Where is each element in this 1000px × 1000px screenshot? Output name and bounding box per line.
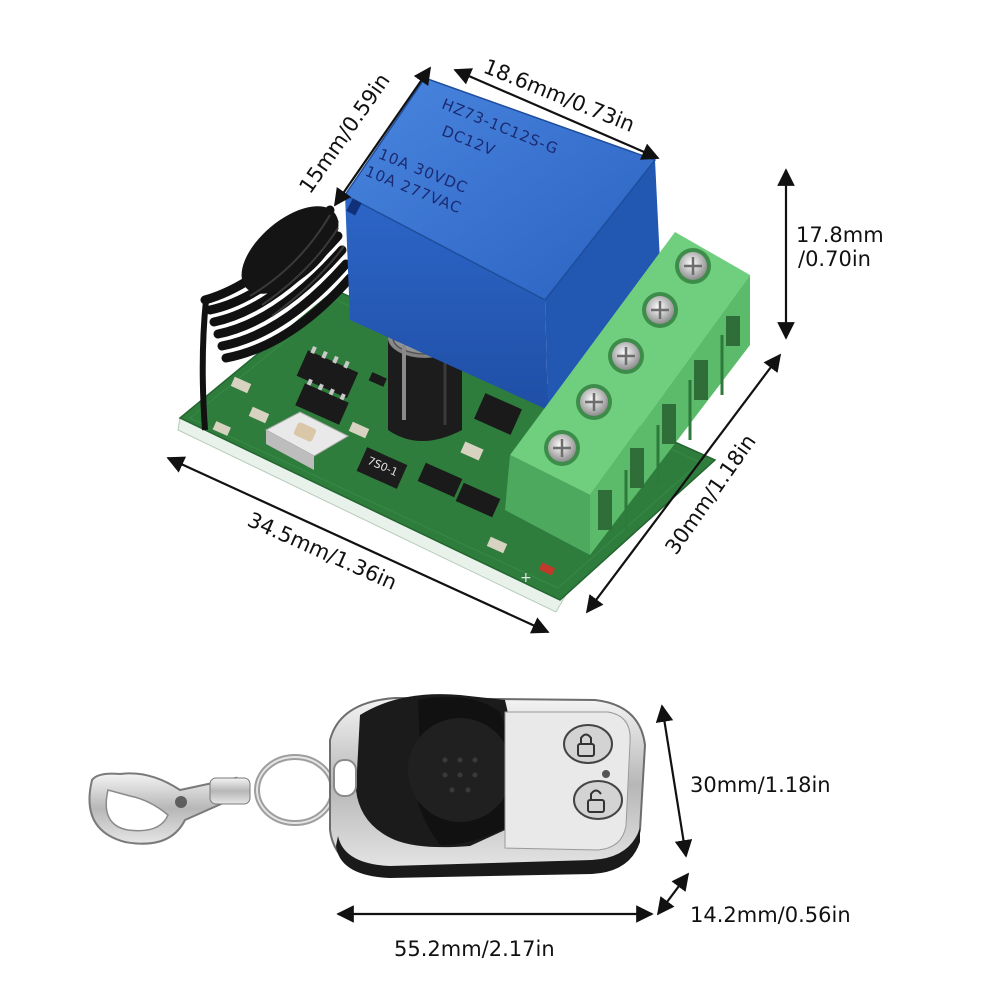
remote-thickness-arrow: [656, 872, 690, 916]
remote-dimensions: 30mm/1.18in 14.2mm/0.56in 55.2mm/2.17in: [336, 704, 851, 961]
board-width-arrow: [585, 353, 782, 614]
svg-text:+: +: [520, 570, 532, 586]
lock-icon: [577, 733, 595, 757]
relay-height-label-1: 17.8mm: [796, 223, 884, 247]
remote-button-lock: [563, 724, 613, 764]
remote-button-unlock: [573, 780, 623, 820]
relay-width-arrow: [453, 68, 660, 160]
remote-length-label: 55.2mm/2.17in: [394, 937, 555, 961]
unlock-icon: [587, 789, 605, 813]
remote-height-arrow: [655, 704, 693, 858]
remote-height-label: 30mm/1.18in: [690, 773, 831, 797]
board-length-arrow: [166, 456, 550, 634]
relay-height-label-2: /0.70in: [798, 247, 871, 271]
antenna-coil: [199, 205, 355, 431]
keychain-clasp: [88, 754, 336, 845]
relay-depth-arrow: [333, 66, 432, 207]
remote-thickness-label: 14.2mm/0.56in: [690, 903, 851, 927]
remote-control: [88, 694, 647, 878]
